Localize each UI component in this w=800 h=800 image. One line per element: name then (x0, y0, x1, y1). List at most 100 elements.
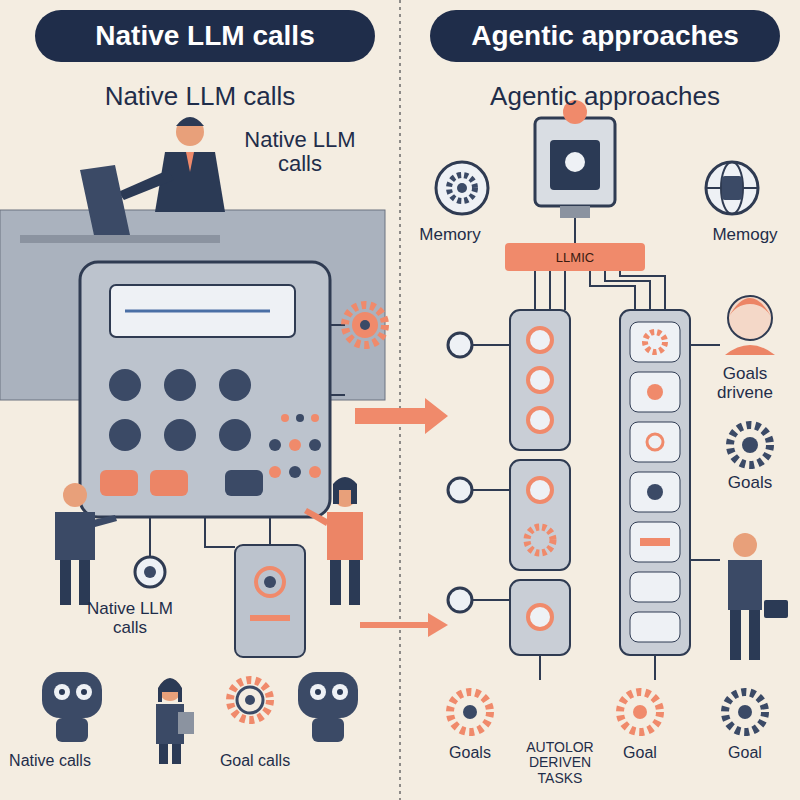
memory-icon (706, 162, 758, 214)
caption-label: Goals (430, 744, 510, 762)
process-column (528, 478, 552, 502)
woman-with-tablet (159, 744, 168, 764)
small-device (235, 545, 305, 657)
calculator-device (110, 285, 295, 337)
llm-bar: LLMIC (505, 243, 645, 271)
calculator-device (164, 369, 196, 401)
process-column (510, 580, 570, 655)
process-column (645, 332, 665, 352)
caption-label: Goals drivene (695, 365, 795, 402)
person-with-briefcase (728, 560, 762, 610)
person-at-laptop (118, 170, 174, 200)
side-dial (448, 478, 472, 502)
gear-icon (730, 425, 770, 465)
node-text: Agentic approaches (471, 20, 739, 52)
person-at-laptop (20, 117, 225, 243)
memory-icon (436, 162, 488, 214)
process-column (528, 328, 552, 352)
person-with-briefcase (730, 610, 741, 660)
person-at-laptop (20, 235, 220, 243)
bus-lines (574, 218, 576, 243)
bus-lines (472, 599, 510, 601)
gear-icon (237, 687, 263, 713)
dot-grid (311, 414, 319, 422)
gear-icon (738, 705, 752, 719)
person-at-laptop (176, 118, 204, 146)
robot-icon (312, 718, 344, 742)
gear-icon (230, 680, 270, 720)
caption-label: Memory (405, 226, 495, 245)
process-column (528, 605, 552, 629)
person-left (60, 560, 71, 605)
process-column (528, 408, 552, 432)
gear-icon (620, 692, 660, 732)
dot-grid (269, 414, 321, 478)
person-at-laptop (80, 165, 130, 240)
small-device (256, 568, 284, 596)
woman-with-tablet (172, 744, 181, 764)
process-column (510, 310, 570, 450)
person-right (304, 477, 363, 605)
robot-icon (42, 672, 102, 742)
caption-label: Native LLM calls (75, 600, 185, 637)
process-column (630, 372, 680, 412)
dot-grid (289, 439, 301, 451)
node-text: Native LLM calls (95, 20, 314, 52)
caption-label: Goal (710, 744, 780, 762)
dial-icon (144, 566, 156, 578)
bus-lines (564, 271, 566, 310)
side-dial (448, 333, 472, 357)
monitor-icon (535, 118, 615, 206)
caption-label: Goals (705, 474, 795, 493)
small-device (264, 576, 276, 588)
woman-with-tablet (158, 678, 182, 702)
gear-icon (730, 425, 770, 465)
bus-lines (472, 489, 510, 491)
monitor-icon (560, 206, 590, 218)
calculator-device (109, 419, 141, 451)
woman-icon (725, 345, 775, 355)
dot-grid (296, 414, 304, 422)
process-column (510, 310, 570, 655)
process-column (647, 434, 663, 450)
woman-with-tablet (178, 712, 194, 734)
caption-label: AUTOLOR DERIVEN TASKS (510, 740, 610, 786)
bus-lines (690, 344, 720, 346)
calculator-device (225, 470, 263, 496)
process-column (630, 612, 680, 642)
dot-grid (309, 466, 321, 478)
robot-icon (42, 672, 102, 718)
caption-label: Agentic approaches (420, 82, 790, 111)
gear-icon (725, 692, 765, 732)
calculator-device (219, 369, 251, 401)
process-column (527, 527, 553, 553)
gear-icon (245, 695, 255, 705)
robot-icon (54, 684, 70, 700)
process-column (630, 522, 680, 562)
header-pill: Native LLM calls (35, 10, 375, 62)
robot-icon (298, 672, 358, 742)
calculator-device (80, 262, 345, 517)
gear-icon (633, 705, 647, 719)
person-at-laptop (176, 117, 204, 126)
woman-icon (725, 296, 775, 355)
person-at-laptop (186, 152, 194, 172)
woman-icon (728, 298, 772, 318)
gear-icon (450, 692, 490, 732)
memory-icon (436, 162, 488, 214)
monitor-icon (535, 100, 615, 218)
monitor-icon (565, 152, 585, 172)
wires (149, 517, 151, 557)
robot-icon (337, 689, 343, 695)
memory-icon (706, 162, 758, 214)
monitor-icon (550, 140, 600, 190)
process-column (640, 538, 670, 546)
process-column (630, 422, 680, 462)
flow-line (654, 655, 656, 680)
person-right (330, 560, 341, 605)
process-column (630, 472, 680, 512)
person-with-briefcase (733, 533, 757, 557)
transition-arrow (355, 398, 448, 434)
gear-icon (345, 305, 385, 345)
calculator-device (150, 470, 188, 496)
